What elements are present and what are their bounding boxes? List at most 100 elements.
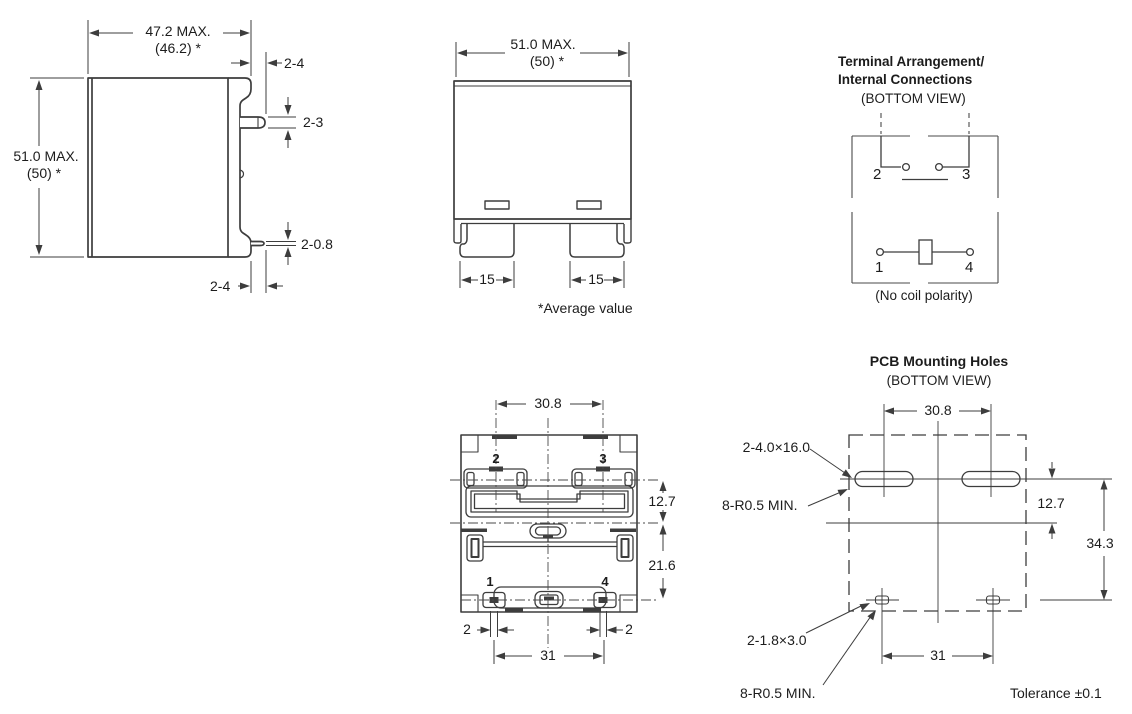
pcb-leader-hole xyxy=(805,605,862,634)
pcb-hole-radius-label: 8-R0.5 MIN. xyxy=(740,685,816,701)
bv-oval-tick-mid xyxy=(543,534,553,539)
bv-terminal-2-label: 2 xyxy=(492,451,500,466)
bv-corner-bl xyxy=(461,594,479,612)
bv-housing-3 xyxy=(571,468,636,489)
contact-point-3 xyxy=(934,162,944,172)
side-width-avg-label: (46.2) * xyxy=(155,40,201,56)
bv-corner-tl xyxy=(461,435,479,453)
pcb-slot-radius-label: 8-R0.5 MIN. xyxy=(722,497,798,513)
terminal-diagram-view-label: (BOTTOM VIEW) xyxy=(861,91,966,106)
bv-clip-left-inner xyxy=(470,538,480,558)
pcb-total-height-label: 34.3 xyxy=(1086,535,1114,551)
side-body-outline xyxy=(87,77,229,258)
side-arrowheads xyxy=(35,29,292,290)
coil-point-4 xyxy=(965,247,975,257)
bv-corner-br xyxy=(619,594,637,612)
bv-pin-spacing-label: 31 xyxy=(540,647,556,663)
bv-flag-left xyxy=(461,528,487,532)
bv-clip-left-outer xyxy=(466,534,484,562)
side-height-avg-label: (50) * xyxy=(26,165,62,181)
pcb-view-drawing xyxy=(826,404,1112,664)
side-pin-thickness-label: 2-0.8 xyxy=(301,236,333,252)
front-foot-right xyxy=(569,224,625,258)
bv-terminal-1-label: 1 xyxy=(486,574,494,589)
pcb-slot-size-label: 2-4.0×16.0 xyxy=(742,439,810,455)
no-coil-polarity-note: (No coil polarity) xyxy=(875,288,973,303)
bottom-view-dimensions xyxy=(477,400,667,664)
terminal-leg-2 xyxy=(880,136,901,168)
bv-corner-tr xyxy=(619,435,637,453)
average-value-footnote: *Average value xyxy=(538,300,633,316)
terminal-diagram-title-2: Internal Connections xyxy=(838,72,973,87)
bv-top-tab-left xyxy=(492,435,517,439)
front-tab-right xyxy=(623,219,632,244)
side-width-max-label: 47.2 MAX. xyxy=(145,23,211,39)
bottom-view-centerlines xyxy=(450,400,658,648)
contact-point-2 xyxy=(901,162,911,172)
bottom-view-arrowheads xyxy=(480,400,667,660)
bv-body-outline xyxy=(460,434,638,613)
bv-bottom-tab-left xyxy=(505,608,523,612)
pcb-title: PCB Mounting Holes xyxy=(869,353,1009,369)
bv-pin-width-right-label: 2 xyxy=(625,621,633,637)
terminal-diagram-drawing xyxy=(851,113,999,284)
bv-housing-3-end-r xyxy=(624,471,633,487)
bv-top-tab-right xyxy=(583,435,608,439)
pcb-hole-right xyxy=(985,595,1001,605)
bv-terminal-3-label: 3 xyxy=(599,451,607,466)
bv-flag-right xyxy=(610,528,636,532)
bv-connecting-bar xyxy=(483,538,617,548)
pcb-view-dimensions xyxy=(805,407,1108,686)
front-foot-right-label: 15 xyxy=(588,271,604,287)
front-foot-left-label: 15 xyxy=(479,271,495,287)
bv-blade-4 xyxy=(598,597,608,603)
terminal-1-label: 1 xyxy=(875,259,884,276)
bv-pin-width-left-label: 2 xyxy=(463,621,471,637)
pcb-slot-right xyxy=(961,470,1021,488)
pcb-hole-centerlines xyxy=(866,588,1112,664)
bv-band-step-inner xyxy=(473,493,626,510)
terminal-4-label: 4 xyxy=(965,259,974,276)
side-view-dimensions xyxy=(30,20,296,293)
bv-bottom-tab-right xyxy=(583,608,601,612)
bv-clip-right-inner xyxy=(620,538,630,558)
front-width-avg-label: (50) * xyxy=(529,53,565,69)
front-slot-right xyxy=(576,200,602,210)
side-view-drawing xyxy=(87,77,266,258)
front-arrowheads xyxy=(457,49,628,284)
pcb-leader-slot xyxy=(809,448,846,474)
side-bottom-protrusion-label: 2-4 xyxy=(210,278,231,294)
bv-blade-spacing-label: 30.8 xyxy=(534,395,562,411)
pcb-leader-slot-radius xyxy=(807,491,842,507)
side-height-max-label: 51.0 MAX. xyxy=(13,148,79,164)
front-foot-left xyxy=(459,224,515,258)
side-pin-terminal xyxy=(251,240,265,247)
bv-clip-right-outer xyxy=(616,534,634,562)
terminal-3-label: 3 xyxy=(962,166,971,183)
bv-oval-tick-bottom xyxy=(544,596,554,601)
pcb-hole-size-label: 2-1.8×3.0 xyxy=(747,632,807,648)
side-top-protrusion-label: 2-4 xyxy=(284,55,305,71)
front-view-drawing xyxy=(453,80,632,258)
pcb-arrowheads xyxy=(837,407,1108,660)
bv-upper-offset-label: 12.7 xyxy=(648,493,676,509)
side-flange-outline xyxy=(228,77,252,258)
pcb-leader-hole-radius xyxy=(822,615,872,686)
front-body-outline xyxy=(453,80,632,220)
terminal-diagram-title-1: Terminal Arrangement/ xyxy=(838,54,985,69)
bv-housing-2-end-l xyxy=(466,471,475,487)
pcb-slot-left xyxy=(854,470,914,488)
pcb-view-label: (BOTTOM VIEW) xyxy=(886,373,992,388)
front-slot-left xyxy=(484,200,510,210)
bv-terminal-4-label: 4 xyxy=(601,574,609,589)
bv-lower-offset-label: 21.6 xyxy=(648,557,676,573)
tolerance-note: Tolerance ±0.1 xyxy=(1010,685,1102,701)
pcb-slot-spacing-label: 30.8 xyxy=(924,402,952,418)
bv-band-outline xyxy=(465,485,634,518)
side-blade-terminal xyxy=(240,116,266,129)
terminal-leg-3 xyxy=(943,136,970,168)
bv-housing-2-end-r xyxy=(516,471,525,487)
side-blade-thickness-label: 2-3 xyxy=(303,114,324,130)
